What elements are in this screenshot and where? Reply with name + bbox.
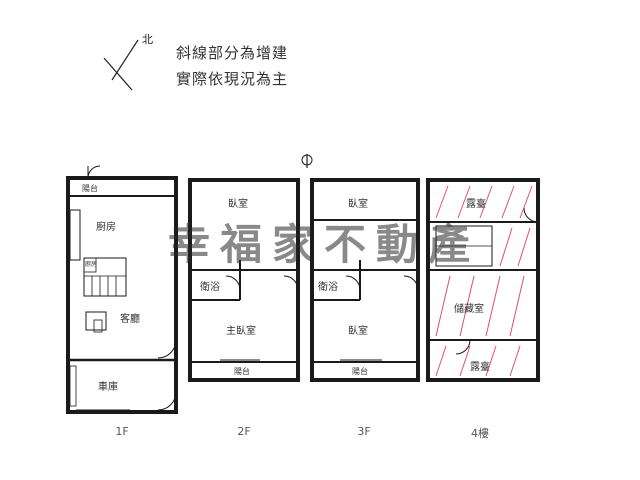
floor-label-4f: 4樓 — [471, 427, 489, 440]
3f-bath-label: 衛浴 — [318, 280, 338, 293]
4f-terrace-bottom-label: 露臺 — [470, 360, 490, 373]
floor-label-2f: 2F — [237, 425, 251, 438]
floor-3f-plan — [310, 178, 420, 382]
2f-balcony-label: 陽台 — [234, 366, 250, 376]
3f-bedroom-top-label: 臥室 — [348, 197, 368, 210]
2f-bath-label: 衛浴 — [200, 280, 220, 293]
1f-living-label: 客廳 — [120, 312, 140, 325]
note-actual-status: 實際依現況為主 — [176, 70, 289, 88]
north-arrow-icon — [103, 39, 139, 91]
floor-1f-plan — [66, 165, 178, 414]
2f-master-label: 主臥室 — [226, 324, 256, 337]
4f-hatch-additions — [435, 185, 533, 377]
2f-bedroom-label: 臥室 — [228, 197, 248, 210]
watermark-text: 幸福家不動產 — [168, 220, 481, 269]
floor-4f-plan — [426, 178, 540, 382]
1f-garage-label: 車庫 — [98, 380, 118, 393]
floor-label-3f: 3F — [357, 425, 371, 438]
1f-kitchen-label: 廚房 — [96, 220, 116, 233]
4f-terrace-top-label: 露臺 — [466, 197, 486, 210]
4f-storage-label: 儲藏室 — [454, 302, 484, 315]
1f-kitchen-small-label: 廚房 — [85, 260, 97, 268]
floor-2f-plan — [188, 178, 300, 382]
1f-balcony-label: 陽台 — [82, 183, 98, 193]
3f-bedroom-bottom-label: 臥室 — [348, 324, 368, 337]
north-label: 北 — [142, 33, 153, 46]
compass-icon — [301, 154, 313, 168]
floor-label-1f: 1F — [115, 425, 129, 438]
note-addition: 斜線部分為增建 — [176, 44, 289, 62]
3f-balcony-label: 陽台 — [352, 366, 368, 376]
